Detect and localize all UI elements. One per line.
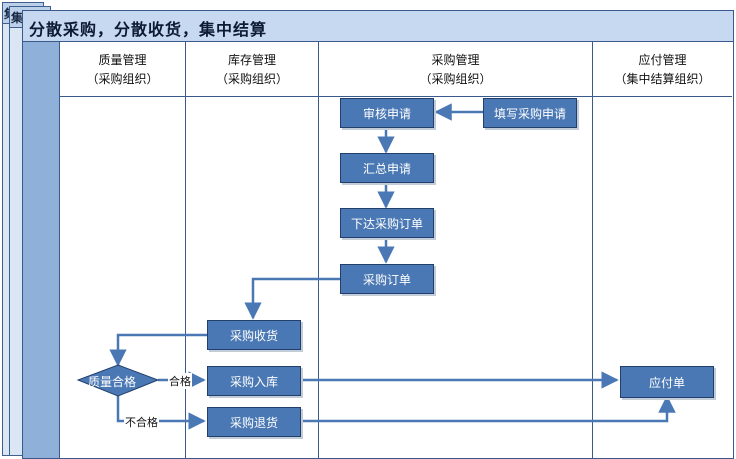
lane-subtitle: （采购组织） bbox=[215, 72, 288, 86]
node-purchase-order: 采购订单 bbox=[340, 264, 434, 294]
node-label: 填写采购申请 bbox=[493, 106, 566, 121]
node-summarize-request: 汇总申请 bbox=[340, 153, 434, 183]
lane-body-purchasing bbox=[319, 97, 593, 458]
node-issue-order: 下达采购订单 bbox=[340, 208, 434, 238]
node-review-request: 审核申请 bbox=[340, 98, 434, 128]
lane-body-quality bbox=[60, 97, 186, 458]
diagram-title-bar: 分散采购，分散收货，集中结算 bbox=[23, 11, 733, 42]
lane-title: 应付管理 bbox=[638, 53, 687, 67]
lane-title: 库存管理 bbox=[227, 53, 276, 67]
arrow-receive-to-decision bbox=[109, 333, 207, 367]
quality-decision-diamond bbox=[76, 364, 160, 397]
pool-side-strip bbox=[23, 42, 60, 458]
lane-subtitle: （采购组织） bbox=[86, 72, 159, 86]
diagram-title: 分散采购，分散收货，集中结算 bbox=[29, 20, 268, 39]
lane-header-purchasing: 采购管理 （采购组织） bbox=[319, 42, 593, 97]
lane-header-inventory: 库存管理 （采购组织） bbox=[186, 42, 319, 97]
node-label: 审核申请 bbox=[362, 106, 411, 121]
lane-body-inventory bbox=[186, 97, 319, 458]
node-label: 采购退货 bbox=[229, 415, 278, 430]
node-label: 汇总申请 bbox=[362, 161, 411, 176]
lane-subtitle: （集中结算组织） bbox=[614, 72, 711, 86]
lane-header-payables: 应付管理 （集中结算组织） bbox=[593, 42, 732, 97]
node-label: 应付单 bbox=[648, 375, 685, 390]
node-stock-in: 采购入库 bbox=[207, 366, 301, 396]
decision-label: 质量合格 bbox=[88, 375, 137, 389]
arrow-order-to-receive bbox=[244, 277, 340, 320]
node-label: 采购收货 bbox=[229, 328, 278, 343]
node-label: 采购订单 bbox=[362, 272, 411, 287]
edge-label-pass: 合格 bbox=[168, 373, 192, 389]
lane-subtitle: （采购组织） bbox=[419, 72, 492, 86]
lane-header-quality: 质量管理 （采购组织） bbox=[60, 42, 186, 97]
node-payable: 应付单 bbox=[620, 366, 714, 398]
edge-label-fail: 不合格 bbox=[124, 414, 159, 430]
arrow-return-to-payable bbox=[299, 395, 676, 423]
node-receive-goods: 采购收货 bbox=[207, 320, 301, 350]
lane-title: 质量管理 bbox=[98, 53, 147, 67]
stacked-tab-glyph: 集 bbox=[11, 11, 24, 25]
node-label: 下达采购订单 bbox=[350, 216, 423, 231]
lane-title: 采购管理 bbox=[431, 53, 480, 67]
node-return-goods: 采购退货 bbox=[207, 407, 301, 437]
arrow-decision-fail bbox=[116, 396, 206, 430]
node-label: 采购入库 bbox=[229, 374, 278, 389]
node-fill-request: 填写采购申请 bbox=[483, 98, 577, 128]
